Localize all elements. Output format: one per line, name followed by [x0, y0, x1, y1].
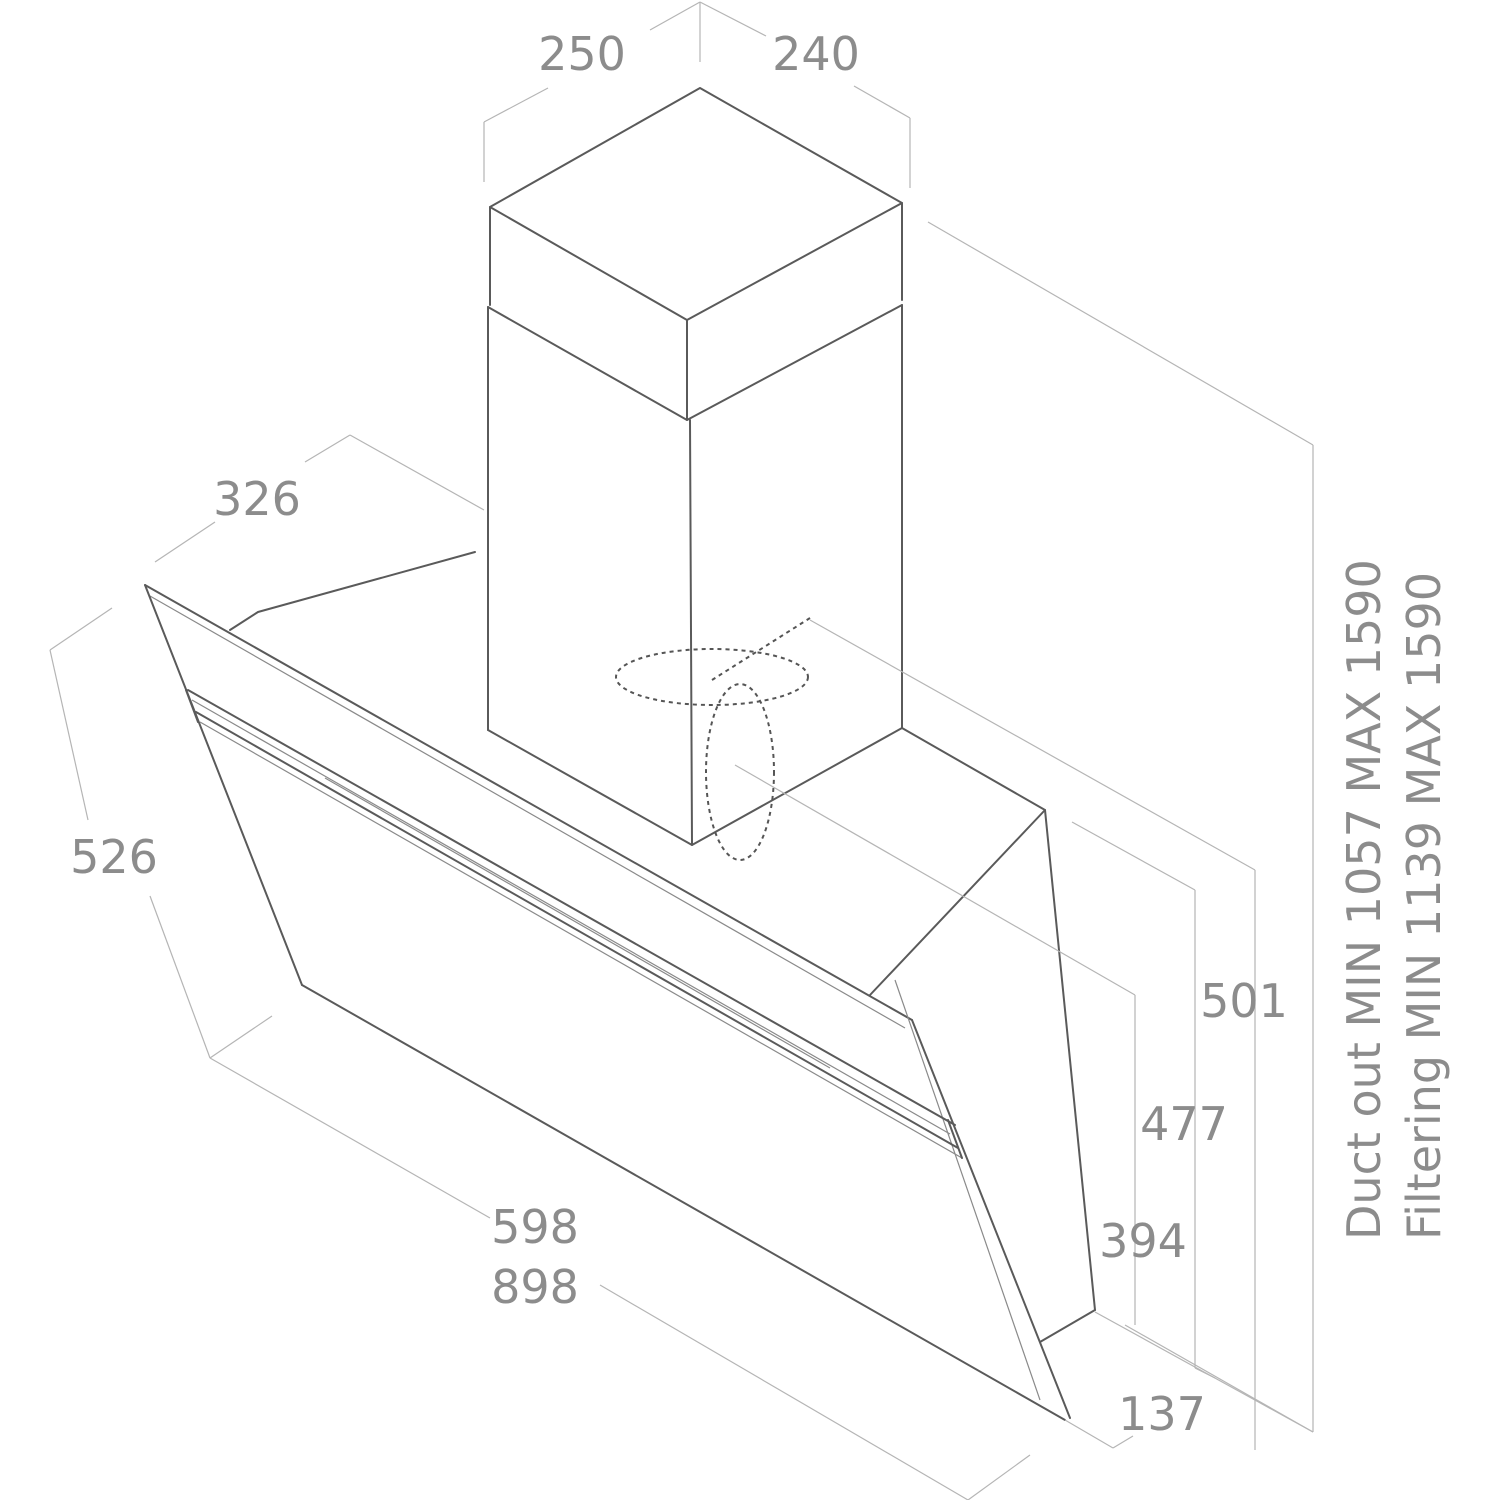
- glass-panel-left-edge: [144, 584, 303, 986]
- label-canopy-height: 526: [70, 830, 158, 884]
- dim-137-ext: [1112, 1435, 1134, 1449]
- control-strip-line-1: [187, 689, 956, 1126]
- control-strip-left-cap: [185, 689, 199, 723]
- canopy: [144, 551, 1096, 1421]
- label-chimney-depth: 250: [538, 27, 626, 81]
- dim-501-ext: [809, 619, 1256, 871]
- chimney: [487, 87, 903, 846]
- label-chimney-width: 240: [772, 27, 860, 81]
- dim-477-ext: [1071, 821, 1196, 891]
- chimney-joint-line: [487, 304, 903, 421]
- label-width-secondary: 898: [491, 1260, 579, 1314]
- dim-240-line-a: [699, 1, 767, 37]
- duct-outlets: [615, 617, 811, 861]
- dim-526-ext-top: [49, 607, 113, 651]
- top-outlet-ellipse: [615, 648, 809, 706]
- glass-panel-top-edge: [144, 584, 913, 1021]
- control-strip-line-2: [191, 699, 951, 1135]
- label-filtering-range: Filtering MIN 1139 MAX 1590: [1397, 572, 1451, 1240]
- dim-898-line-b: [599, 1284, 969, 1500]
- label-duct-out-range: Duct out MIN 1057 MAX 1590: [1337, 559, 1391, 1240]
- control-strip-right-cap: [947, 1119, 963, 1159]
- chimney-bottom-edge: [487, 727, 903, 846]
- canopy-back-edge: [229, 551, 476, 631]
- dimension-labels: 250 240 326 526 598 898 501 477 394 137 …: [70, 27, 1451, 1441]
- chimney-top-face: [489, 87, 903, 321]
- outlet-axis-dash: [711, 617, 811, 681]
- label-width-primary: 598: [491, 1200, 579, 1254]
- canopy-right-top-edge: [869, 727, 1046, 996]
- glass-panel-top-inner-edge: [149, 595, 906, 1029]
- dim-526-line-b: [149, 895, 211, 1059]
- control-panel-segment: [324, 777, 831, 1069]
- dim-250-line-b: [649, 1, 701, 31]
- dim-526-line-a: [49, 649, 89, 821]
- glass-panel-right-inner-edge: [894, 979, 1041, 1401]
- label-height-501: 501: [1200, 974, 1288, 1028]
- dim-326-line-a: [304, 434, 351, 463]
- glass-panel-right-edge: [911, 1019, 1071, 1419]
- canopy-bottom-right-edge: [1039, 1309, 1096, 1343]
- chimney-lower-front-edge: [689, 419, 693, 846]
- label-height-477: 477: [1140, 1097, 1228, 1151]
- canopy-right-wall-edge: [1044, 809, 1096, 1311]
- label-height-394: 394: [1099, 1214, 1187, 1268]
- dimension-lines: [49, 1, 1314, 1500]
- glass-panel-bottom-edge: [301, 984, 1066, 1421]
- dim-326-line-b: [154, 521, 216, 563]
- dim-898-ext-right: [967, 1454, 1031, 1500]
- control-strip-line-3: [195, 711, 959, 1149]
- dim-240-line-b: [853, 85, 911, 119]
- control-strip-line-4: [199, 721, 963, 1159]
- dim-526-ext-bottom: [209, 1015, 273, 1059]
- label-depth-137: 137: [1118, 1387, 1206, 1441]
- dim-overall-ext-bottom: [1094, 1311, 1314, 1433]
- dim-137-line-b: [1064, 1419, 1114, 1449]
- dim-250-line-a: [483, 87, 549, 123]
- dim-overall-ext-top: [927, 221, 1314, 446]
- dim-598-line-a: [209, 1057, 491, 1219]
- dim-394-ext: [734, 764, 1136, 996]
- rear-outlet-ellipse: [705, 683, 775, 861]
- dim-326-ext-right: [349, 434, 485, 511]
- label-canopy-top-depth: 326: [213, 472, 301, 526]
